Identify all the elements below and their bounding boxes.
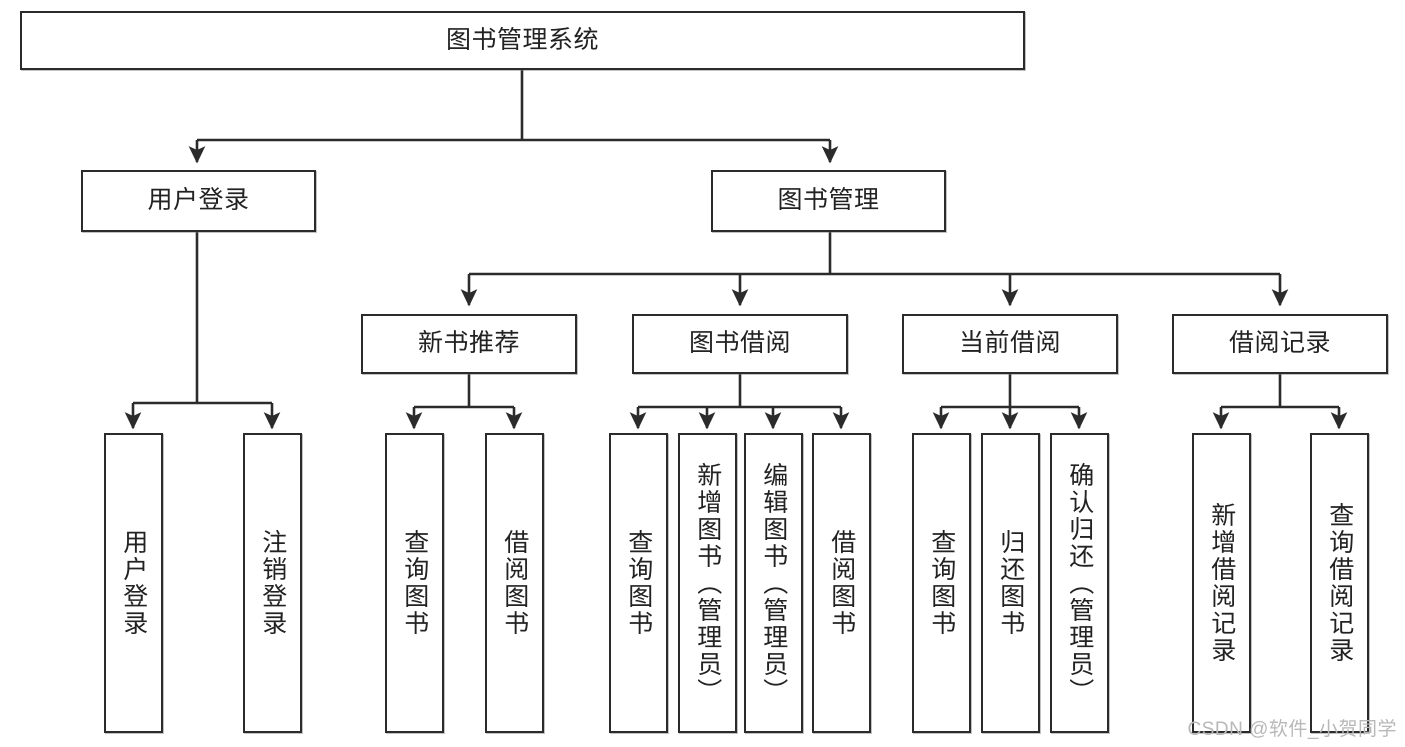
leaf-current-return-book[interactable]: 归还图书 [981,433,1040,733]
leaf-record-add-record[interactable]: 新增借阅记录 [1192,433,1251,733]
leaf-label: 注销登录 [258,529,287,637]
leaf-label: 查询图书 [927,529,956,637]
node-book-borrow-label: 图书借阅 [688,329,791,358]
leaf-label: 编辑图书（管理员） [759,461,788,705]
node-root[interactable]: 图书管理系统 [20,11,1025,70]
watermark: CSDN @软件_小贺同学 [1187,719,1397,740]
leaf-label: 查询图书 [624,529,653,637]
leaf-borrow-edit-book[interactable]: 编辑图书（管理员） [744,433,803,733]
leaf-borrow-add-book[interactable]: 新增图书（管理员） [678,433,737,733]
leaf-label: 新增图书（管理员） [693,461,722,705]
node-user-login[interactable]: 用户登录 [81,170,316,232]
node-borrow-record[interactable]: 借阅记录 [1172,314,1388,374]
leaf-borrow-borrow-book[interactable]: 借阅图书 [812,433,871,733]
leaf-current-query-book[interactable]: 查询图书 [912,433,971,733]
node-borrow-record-label: 借阅记录 [1228,329,1331,358]
node-book-management[interactable]: 图书管理 [711,170,946,232]
node-user-login-label: 用户登录 [147,186,250,215]
node-current-borrow[interactable]: 当前借阅 [902,314,1118,374]
leaf-label: 借阅图书 [827,529,856,637]
node-current-borrow-label: 当前借阅 [958,329,1061,358]
leaf-label: 借阅图书 [500,529,529,637]
leaf-current-confirm-return[interactable]: 确认归还（管理员） [1050,433,1109,733]
leaf-label: 用户登录 [119,529,148,637]
leaf-label: 确认归还（管理员） [1065,461,1094,705]
leaf-recommend-query-book[interactable]: 查询图书 [385,433,444,733]
leaf-user-login-login[interactable]: 用户登录 [104,433,163,733]
leaf-label: 查询借阅记录 [1325,502,1354,664]
leaf-label: 新增借阅记录 [1207,502,1236,664]
node-new-book-recommend-label: 新书推荐 [417,329,520,358]
leaf-recommend-borrow-book[interactable]: 借阅图书 [485,433,544,733]
leaf-borrow-query-book[interactable]: 查询图书 [609,433,668,733]
node-root-label: 图书管理系统 [445,25,599,54]
leaf-record-query-record[interactable]: 查询借阅记录 [1310,433,1369,733]
node-new-book-recommend[interactable]: 新书推荐 [361,314,577,374]
leaf-label: 查询图书 [400,529,429,637]
node-book-management-label: 图书管理 [777,186,880,215]
leaf-label: 归还图书 [996,529,1025,637]
node-book-borrow[interactable]: 图书借阅 [632,314,848,374]
leaf-user-login-logout[interactable]: 注销登录 [243,433,302,733]
